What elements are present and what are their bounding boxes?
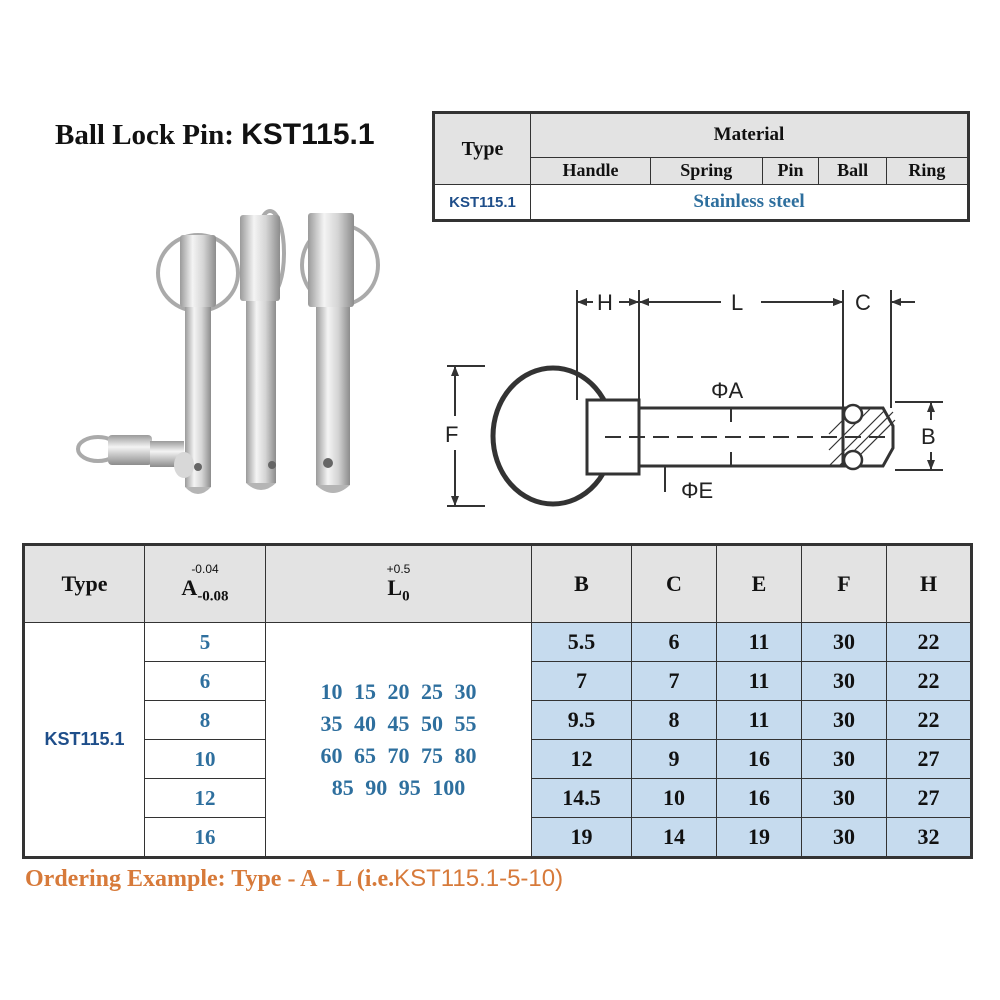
part-pin: Pin (761, 156, 820, 186)
cell-a: 6 (144, 661, 266, 701)
ordering-example: Ordering Example: Type - A - L (i.e.KST1… (25, 865, 563, 893)
product-photo (76, 209, 380, 494)
l-subscript: 0 (402, 588, 410, 605)
cell-h: 27 (886, 778, 972, 818)
material-type-header: Type (433, 112, 531, 185)
spec-header-f: F (801, 544, 887, 623)
cell-e: 16 (716, 778, 802, 818)
cell-c: 9 (631, 739, 717, 779)
cell-a: 12 (144, 778, 266, 818)
cell-e: 16 (716, 739, 802, 779)
cell-e: 11 (716, 661, 802, 701)
part-ring: Ring (885, 156, 970, 186)
l-tolerance: +0.5 (386, 561, 411, 576)
pin-photo-2 (240, 209, 286, 490)
dim-label-c: C (855, 290, 871, 315)
cell-c: 8 (631, 700, 717, 740)
cell-b: 9.5 (531, 700, 632, 740)
spec-header-a: -0.04 A-0.08 (144, 544, 266, 623)
spec-type-value: KST115.1 (23, 622, 145, 858)
cell-b: 12 (531, 739, 632, 779)
cell-b: 14.5 (531, 778, 632, 818)
spec-table: Type -0.04 A-0.08 +0.5 L0 B C E F H KST1… (22, 543, 973, 859)
material-type-value: KST115.1 (433, 184, 531, 221)
dim-label-b: B (921, 424, 936, 449)
dim-label-phi-e: ΦE (681, 478, 713, 503)
cell-h: 22 (886, 661, 972, 701)
title-code: KST115.1 (241, 118, 375, 151)
cell-b: 5.5 (531, 622, 632, 662)
table-row: 6 7 7 11 30 22 (24, 661, 972, 701)
a-lower-tolerance: -0.08 (197, 588, 229, 605)
material-header: Material (530, 112, 969, 158)
dim-label-phi-a: ΦA (711, 378, 744, 403)
spec-header-e: E (716, 544, 802, 623)
l-values-line: 35 40 45 50 55 (320, 710, 477, 736)
cell-a: 16 (144, 817, 266, 858)
spec-header-b: B (531, 544, 632, 623)
l-values: 10 15 20 25 30 35 40 45 50 55 60 65 70 7… (265, 622, 532, 858)
a-tolerance: -0.04 (191, 561, 219, 576)
ordering-example-code: KST115.1-5-10) (394, 865, 564, 892)
cell-f: 30 (801, 817, 887, 858)
cell-b: 7 (531, 661, 632, 701)
cell-h: 32 (886, 817, 972, 858)
dim-label-l: L (731, 290, 743, 315)
spec-header-h: H (886, 544, 972, 623)
cell-f: 30 (801, 622, 887, 662)
table-row: 12 14.5 10 16 30 27 (24, 778, 972, 818)
cell-f: 30 (801, 739, 887, 779)
dim-label-h: H (597, 290, 613, 315)
table-row: 16 19 14 19 30 32 (24, 817, 972, 858)
cell-h: 22 (886, 622, 972, 662)
material-value: Stainless steel (530, 184, 969, 221)
cell-c: 10 (631, 778, 717, 818)
cell-b: 19 (531, 817, 632, 858)
cell-f: 30 (801, 700, 887, 740)
cell-f: 30 (801, 778, 887, 818)
spec-header-type: Type (23, 544, 145, 623)
cell-c: 7 (631, 661, 717, 701)
title-label: Ball Lock Pin: (55, 119, 234, 151)
a-symbol: A (181, 574, 198, 600)
l-values-line: 10 15 20 25 30 (320, 678, 477, 704)
l-values-line: 85 90 95 100 (331, 774, 466, 800)
table-row: 10 12 9 16 30 27 (24, 739, 972, 779)
l-symbol: L (387, 574, 403, 600)
pin-photo-3 (300, 213, 380, 493)
table-row: KST115.1 5 10 15 20 25 30 35 40 45 50 55… (23, 622, 972, 858)
cell-c: 6 (631, 622, 717, 662)
part-spring: Spring (650, 156, 763, 186)
cell-a: 10 (144, 739, 266, 779)
technical-drawing: H L C F B ΦA ΦE (445, 290, 943, 507)
material-table: Type Material Handle Spring Pin Ball Rin… (432, 111, 970, 222)
cell-a: 8 (144, 700, 266, 740)
part-handle: Handle (530, 156, 651, 186)
dim-label-f: F (445, 422, 458, 447)
cell-e: 11 (716, 622, 802, 662)
cell-e: 11 (716, 700, 802, 740)
page-title: Ball Lock Pin: KST115.1 (55, 118, 375, 152)
spec-header-l: +0.5 L0 (265, 544, 532, 623)
cell-a: 5 (144, 622, 266, 662)
part-ball: Ball (818, 156, 887, 186)
ordering-ie: i.e. (364, 866, 395, 892)
spec-header-c: C (631, 544, 717, 623)
cell-e: 19 (716, 817, 802, 858)
cell-f: 30 (801, 661, 887, 701)
cell-c: 14 (631, 817, 717, 858)
cell-h: 22 (886, 700, 972, 740)
cell-h: 27 (886, 739, 972, 779)
pin-photo-4 (76, 435, 194, 478)
ordering-label: Ordering Example: Type - A - L ( (25, 866, 365, 892)
l-values-line: 60 65 70 75 80 (320, 742, 477, 768)
